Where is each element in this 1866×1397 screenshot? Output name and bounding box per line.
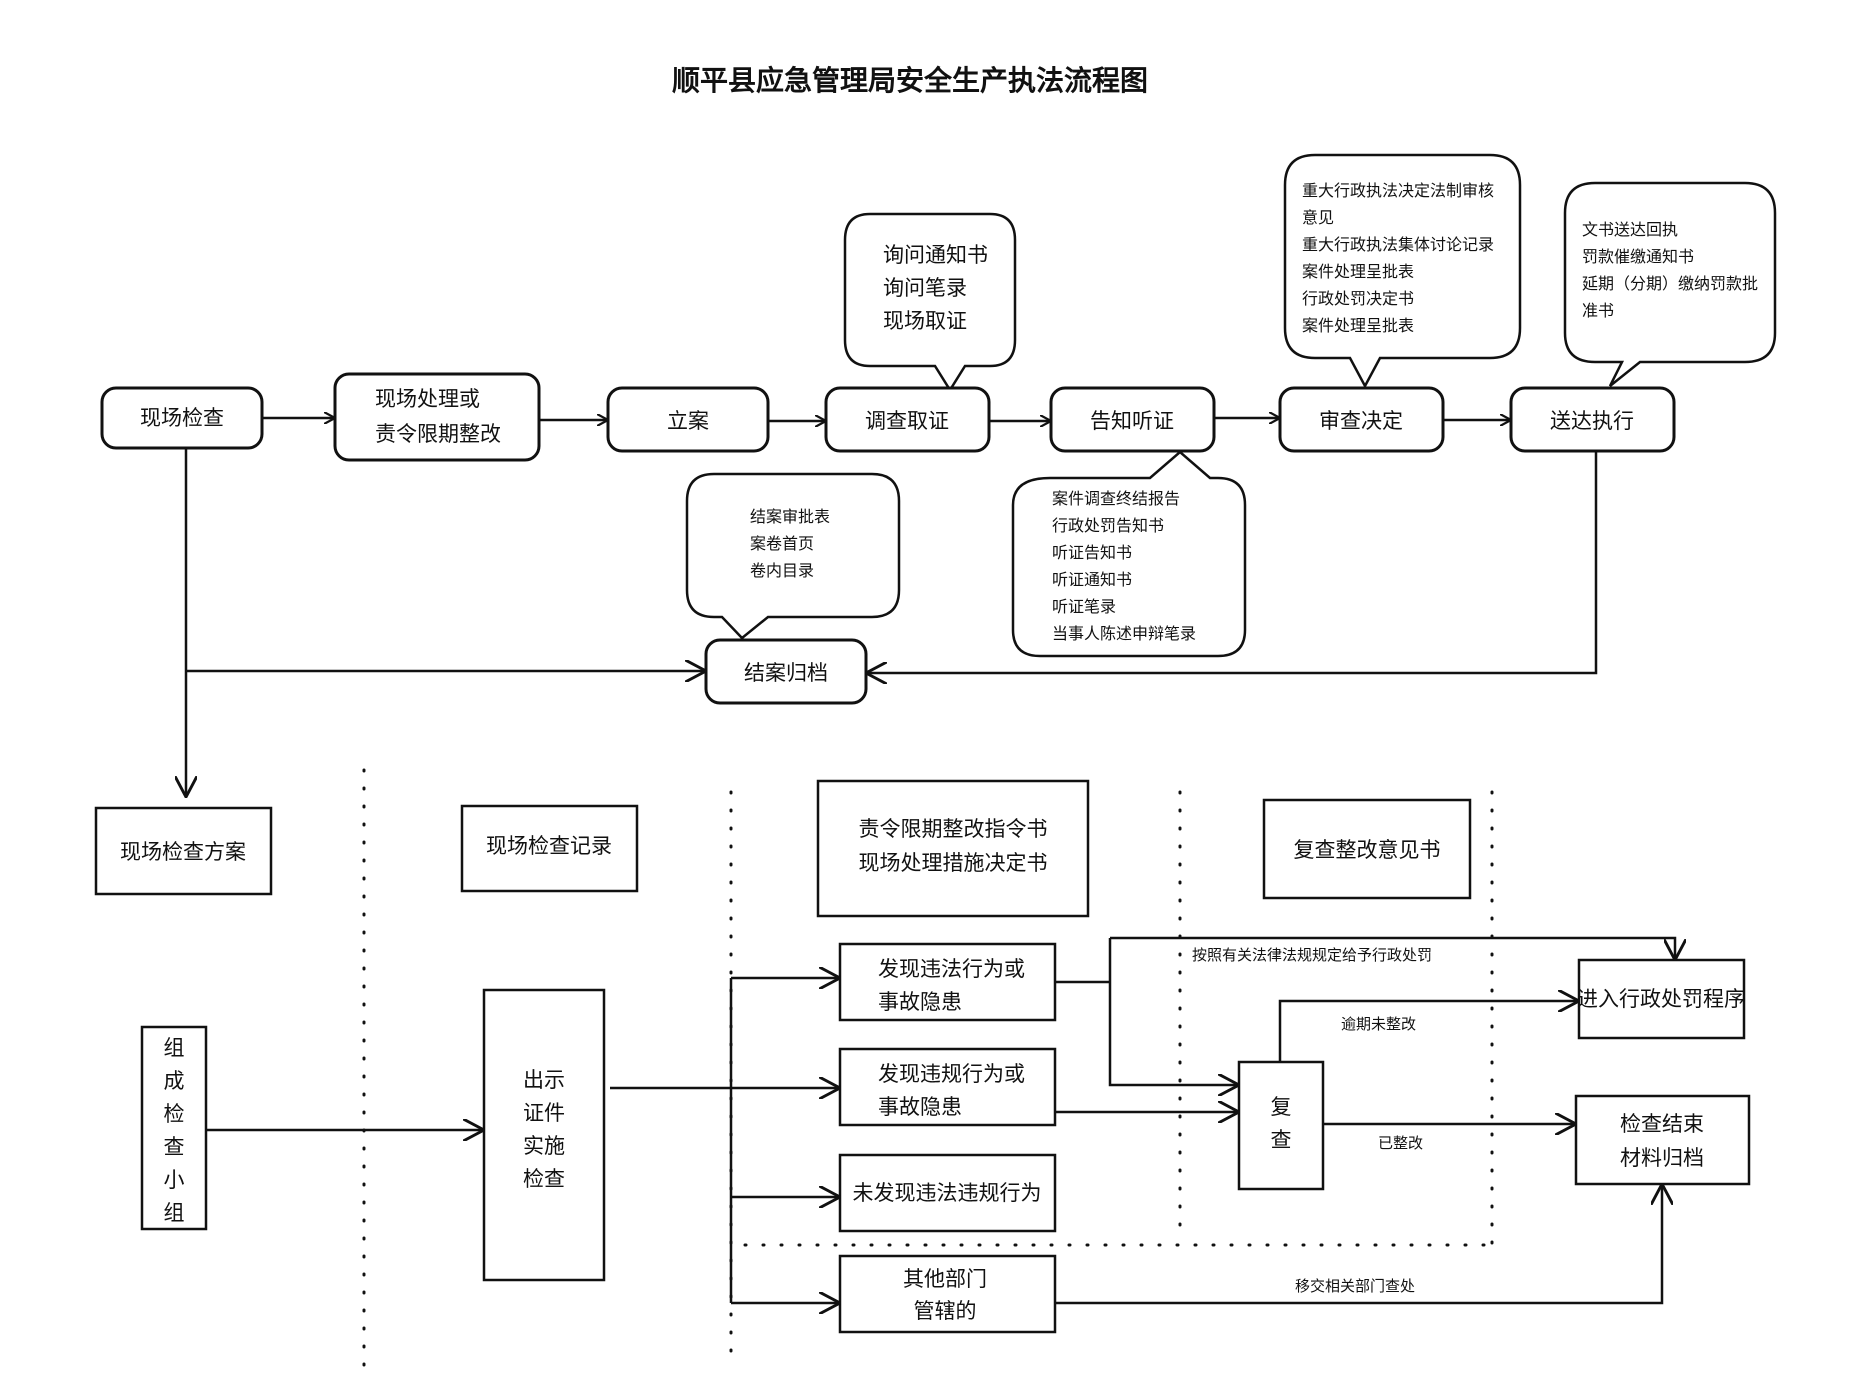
bubble-text: 案件处理呈批表 xyxy=(1302,262,1414,281)
edge-arrow xyxy=(1110,936,1675,960)
node-notice-hearing: 告知听证 xyxy=(1049,386,1216,453)
node-label: 实施 xyxy=(523,1134,565,1158)
edge-arrow xyxy=(866,451,1598,673)
bubble-text: 行政处罚决定书 xyxy=(1302,289,1414,308)
node-label: 小 xyxy=(164,1168,185,1192)
bubble-text: 听证笔录 xyxy=(1052,597,1116,616)
node-label: 发现违法行为或 xyxy=(878,957,1025,981)
node-label: 组 xyxy=(164,1036,185,1060)
node-inspection-end: 检查结束 材料归档 xyxy=(1574,1094,1751,1186)
bubble-text: 行政处罚告知书 xyxy=(1052,516,1164,535)
bubble-closing-docs: 结案审批表 案卷首页 卷内目录 xyxy=(685,472,901,640)
node-label: 查 xyxy=(164,1135,185,1159)
node-onsite-handle: 现场处理或 责令限期整改 xyxy=(333,372,541,462)
node-review-decision: 审查决定 xyxy=(1278,386,1445,453)
node-label: 进入行政处罚程序 xyxy=(1577,987,1745,1011)
bubble-delivery-docs: 文书送达回执 罚款催缴通知书 延期（分期）缴纳罚款批 准书 xyxy=(1563,181,1777,387)
bubble-text: 结案审批表 xyxy=(750,507,830,526)
node-label: 事故隐患 xyxy=(878,990,962,1014)
node-label: 检查 xyxy=(523,1167,565,1191)
edge-label: 已整改 xyxy=(1378,1134,1423,1152)
bubble-text: 重大行政执法集体讨论记录 xyxy=(1302,235,1494,254)
node-label: 事故隐患 xyxy=(878,1095,962,1119)
doc-inspection-record: 现场检查记录 xyxy=(460,804,639,893)
node-other-dept: 其他部门 管辖的 xyxy=(838,1254,1057,1334)
bubble-hearing-docs: 案件调查终结报告 行政处罚告知书 听证告知书 听证通知书 听证笔录 当事人陈述申… xyxy=(1011,450,1247,658)
node-label: 送达执行 xyxy=(1550,409,1634,433)
node-label: 复 xyxy=(1271,1095,1292,1119)
edge-label: 按照有关法律法规规定给予行政处罚 xyxy=(1192,946,1432,964)
bubble-text: 罚款催缴通知书 xyxy=(1582,247,1694,266)
edge-label: 移交相关部门查处 xyxy=(1295,1277,1415,1295)
node-delivery-execution: 送达执行 xyxy=(1509,386,1676,453)
node-label: 未发现违法违规行为 xyxy=(853,1181,1042,1205)
bubble-text: 案卷首页 xyxy=(750,534,814,553)
node-label: 复查整改意见书 xyxy=(1294,838,1441,862)
node-no-violation: 未发现违法违规行为 xyxy=(838,1153,1057,1233)
node-label: 证件 xyxy=(523,1101,565,1125)
bubble-text: 当事人陈述申辩笔录 xyxy=(1052,624,1196,643)
bubble-text: 延期（分期）缴纳罚款批 xyxy=(1582,274,1758,293)
bubble-investigation-docs: 询问通知书 询问笔录 现场取证 xyxy=(843,212,1017,393)
node-label: 现场检查方案 xyxy=(120,840,246,864)
node-case-closing: 结案归档 xyxy=(704,638,868,705)
node-label: 现场检查 xyxy=(140,406,224,430)
bubble-text: 卷内目录 xyxy=(750,561,814,580)
doc-review-opinion: 复查整改意见书 xyxy=(1262,798,1472,900)
doc-rectification: 责令限期整改指令书 现场处理措施决定书 xyxy=(816,779,1090,918)
node-label: 组 xyxy=(164,1201,185,1225)
edge-arrow xyxy=(1108,938,1239,1085)
node-label: 材料归档 xyxy=(1620,1146,1704,1170)
node-label: 检查结束 xyxy=(1620,1112,1704,1136)
bubble-text: 听证通知书 xyxy=(1052,570,1132,589)
bubble-text: 文书送达回执 xyxy=(1582,220,1678,239)
doc-inspection-plan: 现场检查方案 xyxy=(94,806,273,896)
node-onsite-check: 现场检查 xyxy=(100,386,264,450)
node-enter-penalty: 进入行政处罚程序 xyxy=(1577,958,1746,1040)
bubble-text: 现场取证 xyxy=(883,309,967,333)
node-label: 立案 xyxy=(667,409,709,433)
node-filing: 立案 xyxy=(606,386,770,453)
node-label: 检 xyxy=(164,1102,185,1126)
bubble-text: 意见 xyxy=(1302,208,1334,227)
node-label: 出示 xyxy=(523,1068,565,1092)
node-found-violation: 发现违法行为或 事故隐患 xyxy=(838,942,1057,1022)
node-label: 其他部门 xyxy=(903,1267,987,1291)
edge-arrow xyxy=(1278,1001,1579,1062)
bubble-text: 案件调查终结报告 xyxy=(1052,489,1180,508)
bubble-text: 案件处理呈批表 xyxy=(1302,316,1414,335)
bubble-text: 准书 xyxy=(1582,301,1614,320)
diagram-title: 顺平县应急管理局安全生产执法流程图 xyxy=(672,64,1148,97)
edge-arrow xyxy=(1055,1184,1662,1305)
node-label: 责令限期整改指令书 xyxy=(859,817,1048,841)
node-label: 调查取证 xyxy=(865,409,949,433)
bubble-text: 询问笔录 xyxy=(883,276,967,300)
upper-edges xyxy=(186,418,1598,797)
lower-edges xyxy=(206,936,1675,1305)
node-investigation: 调查取证 xyxy=(824,386,991,453)
node-label: 现场检查记录 xyxy=(486,834,612,858)
node-show-credentials: 出示 证件 实施 检查 xyxy=(482,988,606,1282)
node-label: 结案归档 xyxy=(744,661,828,685)
edge-label: 逾期未整改 xyxy=(1341,1015,1416,1033)
node-label: 审查决定 xyxy=(1319,409,1403,433)
bubble-decision-docs: 重大行政执法决定法制审核 意见 重大行政执法集体讨论记录 案件处理呈批表 行政处… xyxy=(1283,153,1522,389)
node-label: 成 xyxy=(164,1069,185,1093)
node-label: 告知听证 xyxy=(1090,409,1174,433)
node-recheck: 复 查 xyxy=(1237,1060,1325,1191)
bubble-text: 重大行政执法决定法制审核 xyxy=(1302,181,1494,200)
node-found-irregular: 发现违规行为或 事故隐患 xyxy=(838,1047,1057,1127)
node-label: 查 xyxy=(1271,1128,1292,1152)
bubble-text: 听证告知书 xyxy=(1052,543,1132,562)
bubble-text: 询问通知书 xyxy=(883,243,988,267)
node-label: 责令限期整改 xyxy=(375,422,501,446)
node-form-team: 组 成 检 查 小 组 xyxy=(140,1025,208,1231)
node-label: 现场处理或 xyxy=(375,387,480,411)
node-label: 发现违规行为或 xyxy=(878,1062,1025,1086)
node-label: 管辖的 xyxy=(914,1299,977,1323)
node-label: 现场处理措施决定书 xyxy=(859,851,1048,875)
